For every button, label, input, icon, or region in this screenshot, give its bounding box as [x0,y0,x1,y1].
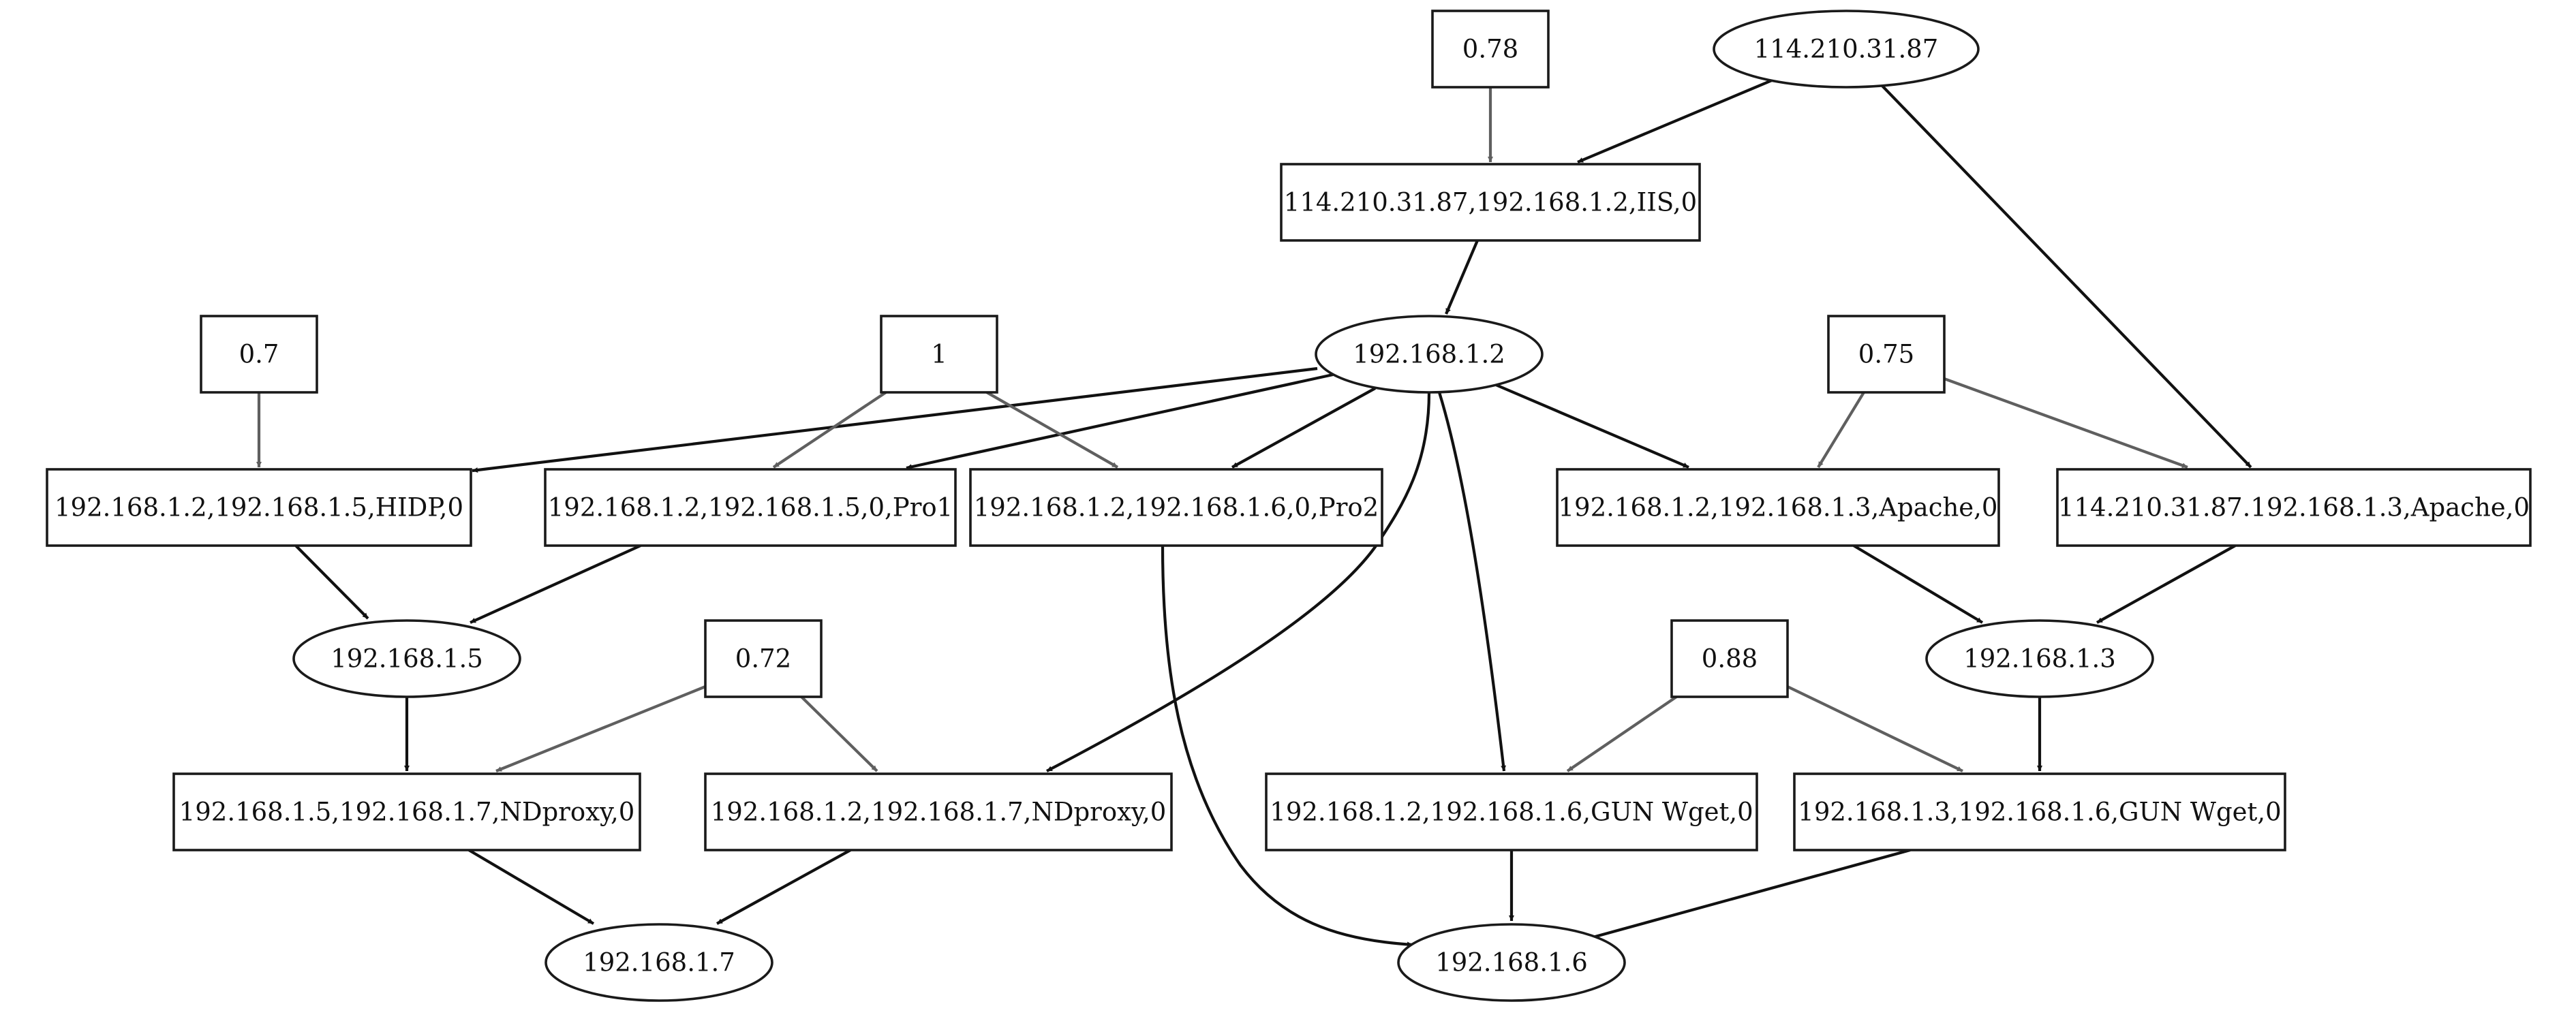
node-box [1827,315,1946,394]
edge-pro2-to-ip6 [1161,545,1413,947]
node-box [704,619,823,698]
node-n088: 0.88 [1670,619,1789,698]
node-ip3: 192.168.1.3 [1925,619,2154,698]
node-box [1431,10,1550,89]
node-ellipse [292,619,521,698]
node-label: 192.168.1.5 [331,644,483,674]
edge-n088-to-wget2 [1566,695,1678,772]
node-label: 0.72 [735,644,791,674]
edge-apache_ext-to-ip3 [2096,544,2237,624]
edge-n075-to-apache2 [1817,391,1865,469]
node-pro1: 192.168.1.2,192.168.1.5,0,Pro1 [544,468,957,547]
edges-layer [256,79,2252,947]
node-pro2: 192.168.1.2,192.168.1.6,0,Pro2 [969,468,1383,547]
node-label: 192.168.1.7 [583,948,735,977]
node-ip6: 192.168.1.6 [1397,923,1626,1002]
node-box [2056,468,2532,547]
node-n1: 1 [880,315,998,394]
node-box [200,315,318,394]
node-label: 0.7 [239,340,279,369]
node-label: 1 [931,340,947,369]
edge-ip2-to-pro2 [1231,387,1377,469]
nodes-layer: 0.78 114.210.31.87 114.210.31.87,192.168.1… [46,10,2532,1002]
edge-ip_ext-to-iis [1577,79,1773,163]
edge-ndp5-to-ip7 [467,849,595,925]
node-box [1670,619,1789,698]
edge-n075-to-apache_ext [1944,377,2188,469]
node-label: 114.210.31.87 [1754,35,1939,64]
node-box [172,772,641,851]
node-box [880,315,998,394]
node-ndp5: 192.168.1.5,192.168.1.7,NDproxy,0 [172,772,641,851]
edge-n1-to-pro1 [772,391,887,469]
node-box [969,468,1383,547]
node-n078: 0.78 [1431,10,1550,89]
edge-pro1-to-ip5 [470,544,641,624]
edge-hidp-to-ip5 [294,544,369,620]
node-label: 0.88 [1702,644,1758,674]
edge-wget3-to-ip6 [1587,848,1911,941]
edge-n088-to-wget3 [1787,685,1963,772]
node-box [1556,468,2000,547]
edge-iis-to-ip2 [1445,240,1479,315]
node-label: 192.168.1.2,192.168.1.6,0,Pro2 [974,493,1379,522]
node-ip7: 192.168.1.7 [545,923,773,1002]
node-ip2: 192.168.1.2 [1315,315,1544,394]
node-ellipse [545,923,773,1002]
node-iis: 114.210.31.87,192.168.1.2,IIS,0 [1280,163,1701,242]
node-apache_ext: 114.210.31.87.192.168.1.3,Apache,0 [2056,468,2532,547]
node-label: 192.168.1.2 [1353,340,1505,369]
node-box [1280,163,1701,242]
node-label: 192.168.1.6 [1435,948,1588,977]
node-label: 192.168.1.5,192.168.1.7,NDproxy,0 [179,798,635,827]
edge-ip2-to-pro1 [906,373,1334,470]
node-wget3: 192.168.1.3,192.168.1.6,GUN Wget,0 [1793,772,2286,851]
node-label: 192.168.1.3,192.168.1.6,GUN Wget,0 [1798,798,2281,827]
node-label: 0.75 [1858,340,1914,369]
edge-n1-to-pro2 [985,391,1119,469]
node-ndp2: 192.168.1.2,192.168.1.7,NDproxy,0 [704,772,1173,851]
node-label: 192.168.1.2,192.168.1.6,GUN Wget,0 [1270,798,1753,827]
edge-n072-to-ndp5 [495,685,706,772]
node-box [46,468,472,547]
node-label: 192.168.1.2,192.168.1.5,HIDP,0 [55,493,463,522]
node-apache2: 192.168.1.2,192.168.1.3,Apache,0 [1556,468,2000,547]
edge-ip2-to-hidp [472,366,1318,473]
node-label: 0.78 [1462,35,1518,64]
node-label: 114.210.31.87,192.168.1.2,IIS,0 [1284,188,1697,217]
node-ip5: 192.168.1.5 [292,619,521,698]
edge-apache2-to-ip3 [1852,544,1984,624]
node-n07: 0.7 [200,315,318,394]
node-label: 192.168.1.2,192.168.1.3,Apache,0 [1559,493,1998,522]
node-box [1265,772,1758,851]
edge-ip2-to-ndp2 [1046,392,1431,772]
node-ellipse [1925,619,2154,698]
node-box [704,772,1173,851]
node-n075: 0.75 [1827,315,1946,394]
node-label: 114.210.31.87.192.168.1.3,Apache,0 [2058,493,2530,522]
node-wget2: 192.168.1.2,192.168.1.6,GUN Wget,0 [1265,772,1758,851]
node-ellipse [1315,315,1544,394]
edge-ip2-to-wget2 [1437,392,1507,772]
node-box [544,468,957,547]
node-label: 192.168.1.3 [1963,644,2116,674]
node-label: 192.168.1.2,192.168.1.5,0,Pro1 [548,493,953,522]
edge-ip_ext-to-apache_ext [1880,83,2252,469]
node-ellipse [1397,923,1626,1002]
node-box [1793,772,2286,851]
node-label: 192.168.1.2,192.168.1.7,NDproxy,0 [711,798,1167,827]
node-ip_ext: 114.210.31.87 [1713,10,1980,89]
node-hidp: 192.168.1.2,192.168.1.5,HIDP,0 [46,468,472,547]
node-ellipse [1713,10,1980,89]
edge-n072-to-ndp2 [800,695,878,772]
node-n072: 0.72 [704,619,823,698]
edge-ip2-to-apache2 [1495,383,1689,469]
edge-ndp2-to-ip7 [716,849,852,925]
